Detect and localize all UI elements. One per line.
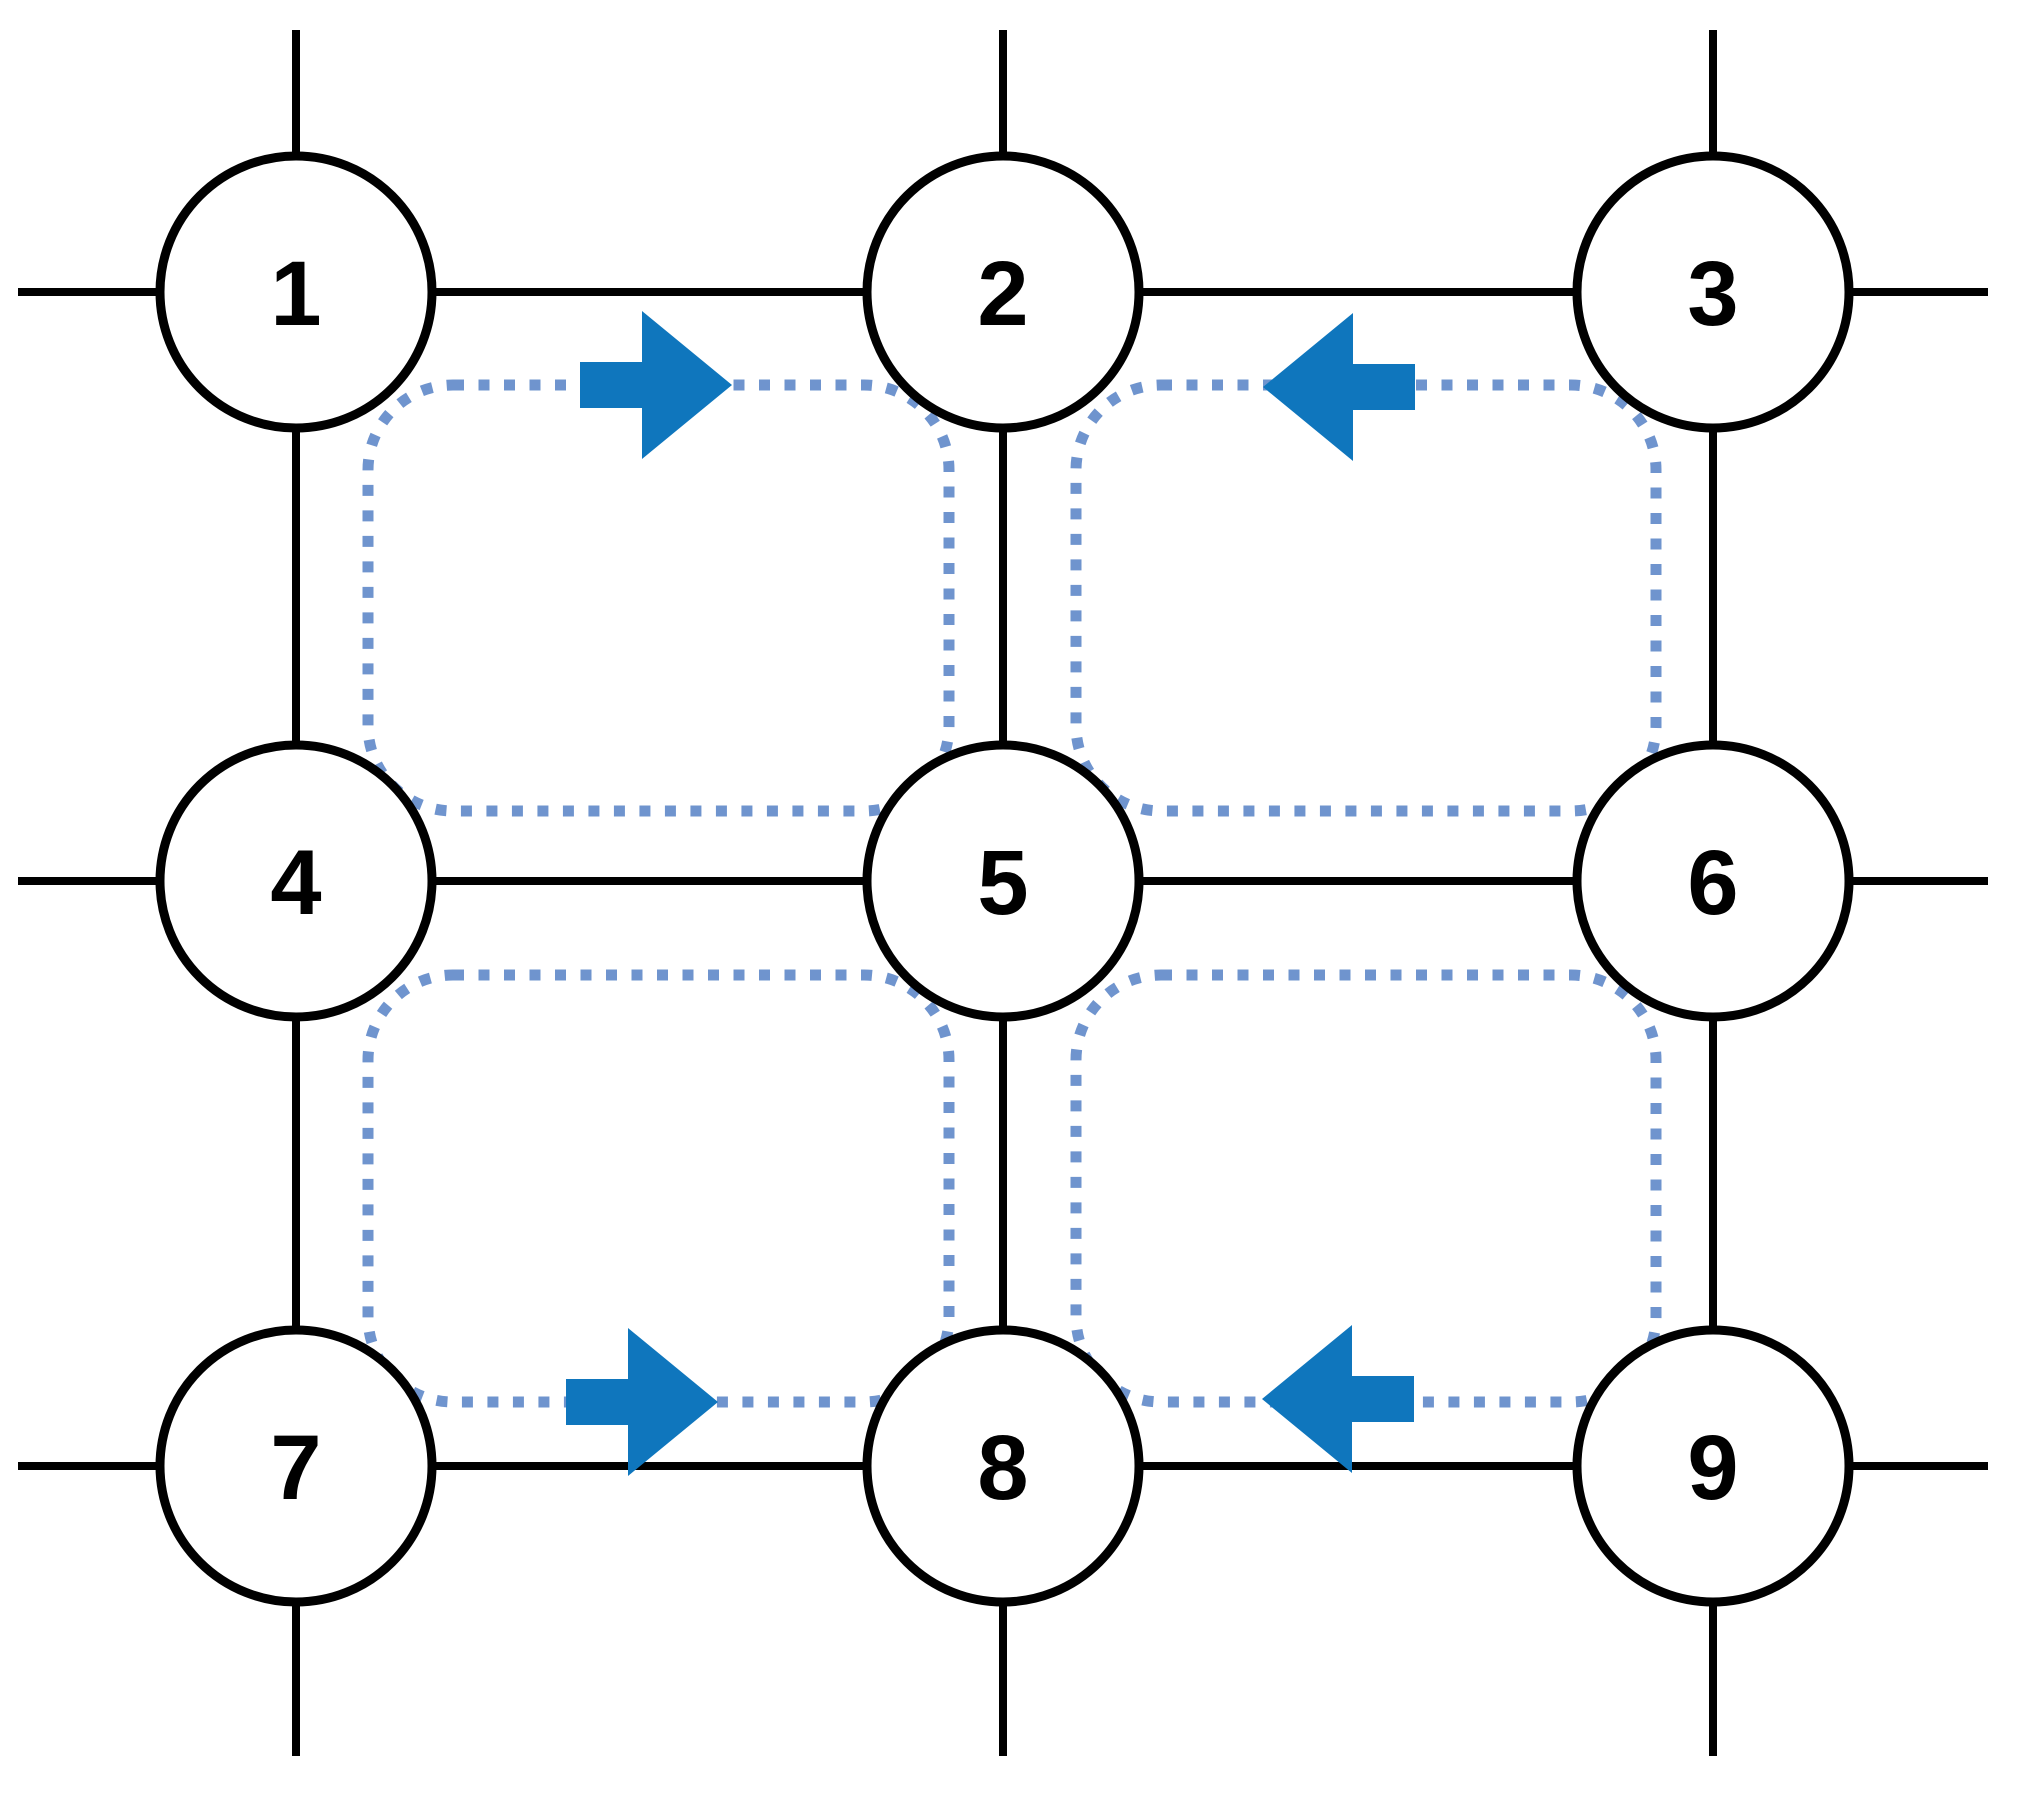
nodes-layer: 1 2 3 4 5 6 7 8 9 (155, 151, 1854, 1607)
node-6: 6 (1572, 740, 1854, 1022)
node-5: 5 (862, 740, 1144, 1022)
node-4-label: 4 (270, 832, 321, 934)
node-5-label: 5 (977, 832, 1028, 934)
loop-top-right (1070, 379, 1662, 817)
node-3-label: 3 (1687, 243, 1738, 345)
node-4: 4 (155, 740, 437, 1022)
loop-bottom-left (362, 969, 955, 1408)
node-7-circle (155, 1325, 437, 1607)
node-1-circle (155, 151, 437, 433)
node-2-circle (862, 151, 1144, 433)
node-9: 9 (1572, 1325, 1854, 1607)
node-9-label: 9 (1687, 1417, 1738, 1519)
node-6-label: 6 (1687, 832, 1738, 934)
node-8-circle (862, 1325, 1144, 1607)
node-9-circle (1572, 1325, 1854, 1607)
node-7-label: 7 (270, 1417, 321, 1519)
loop-bottom-right (1070, 969, 1662, 1408)
node-2-label: 2 (977, 243, 1028, 345)
arrow-bottom-right (1262, 1325, 1414, 1473)
arrows-layer (566, 311, 1415, 1476)
node-5-circle (862, 740, 1144, 1022)
node-7: 7 (155, 1325, 437, 1607)
arrow-top-right (1263, 313, 1415, 461)
node-2: 2 (862, 151, 1144, 433)
node-1-label: 1 (270, 243, 321, 345)
arrow-top-left (580, 311, 732, 459)
node-6-circle (1572, 740, 1854, 1022)
node-8: 8 (862, 1325, 1144, 1607)
node-3: 3 (1572, 151, 1854, 433)
arrow-bottom-left (566, 1328, 718, 1476)
loop-top-left (362, 379, 955, 817)
node-4-circle (155, 740, 437, 1022)
node-3-circle (1572, 151, 1854, 433)
node-8-label: 8 (977, 1417, 1028, 1519)
node-1: 1 (155, 151, 437, 433)
